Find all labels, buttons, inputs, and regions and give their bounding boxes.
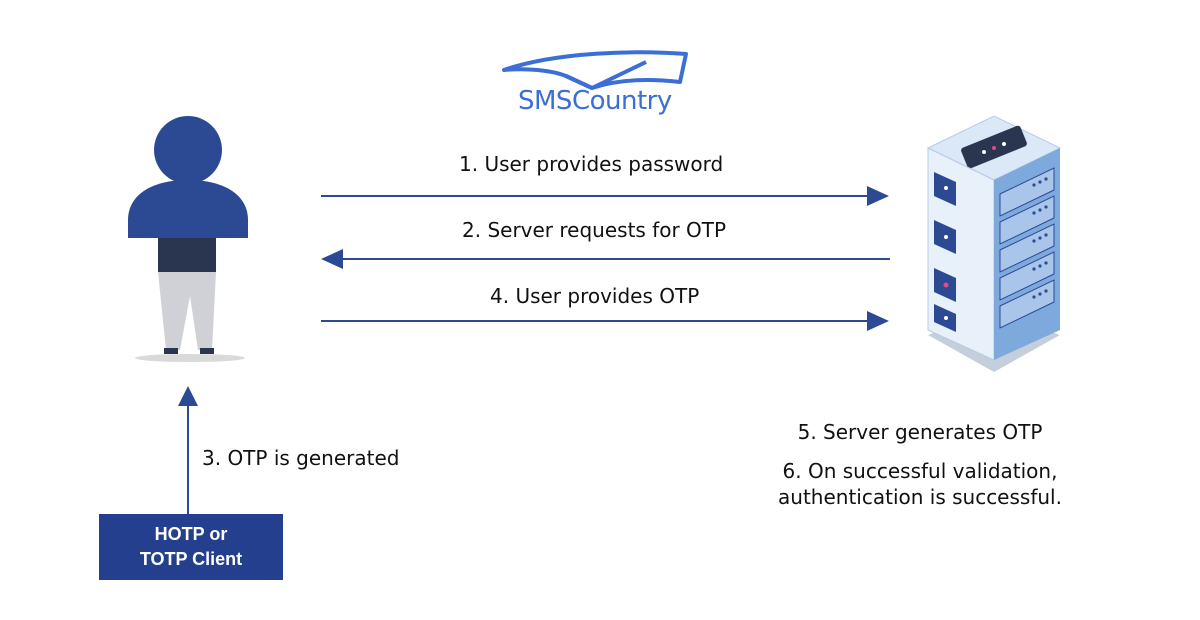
logo-swoosh-icon (502, 50, 688, 90)
server-notes: 5. Server generates OTP 6. On successful… (740, 420, 1100, 510)
server-note-2-line-2: authentication is successful. (778, 485, 1062, 509)
server-rack-icon (926, 115, 1062, 372)
client-line-1: HOTP or (154, 524, 228, 544)
otp-generated-label: 3. OTP is generated (202, 446, 400, 470)
flow-label-1: 1. User provides password (459, 152, 724, 176)
client-line-2: TOTP Client (139, 549, 243, 569)
brand-logo: SMSCountry (496, 48, 696, 128)
flow-arrows (321, 186, 890, 331)
flow-label-2: 2. Server requests for OTP (462, 218, 727, 242)
server-note-2-line-1: 6. On successful validation, (782, 459, 1058, 483)
arrow-right-icon (867, 311, 889, 331)
user-icon (128, 116, 248, 362)
otp-arrow (178, 386, 198, 514)
arrow-left-icon (321, 249, 343, 269)
arrow-up-icon (178, 386, 198, 406)
server-note-1: 5. Server generates OTP (797, 420, 1043, 444)
arrow-right-icon (867, 186, 889, 206)
logo-text: SMSCountry (518, 86, 672, 116)
flow-label-3: 4. User provides OTP (490, 284, 700, 308)
otp-client-box: HOTP or TOTP Client (99, 514, 283, 580)
